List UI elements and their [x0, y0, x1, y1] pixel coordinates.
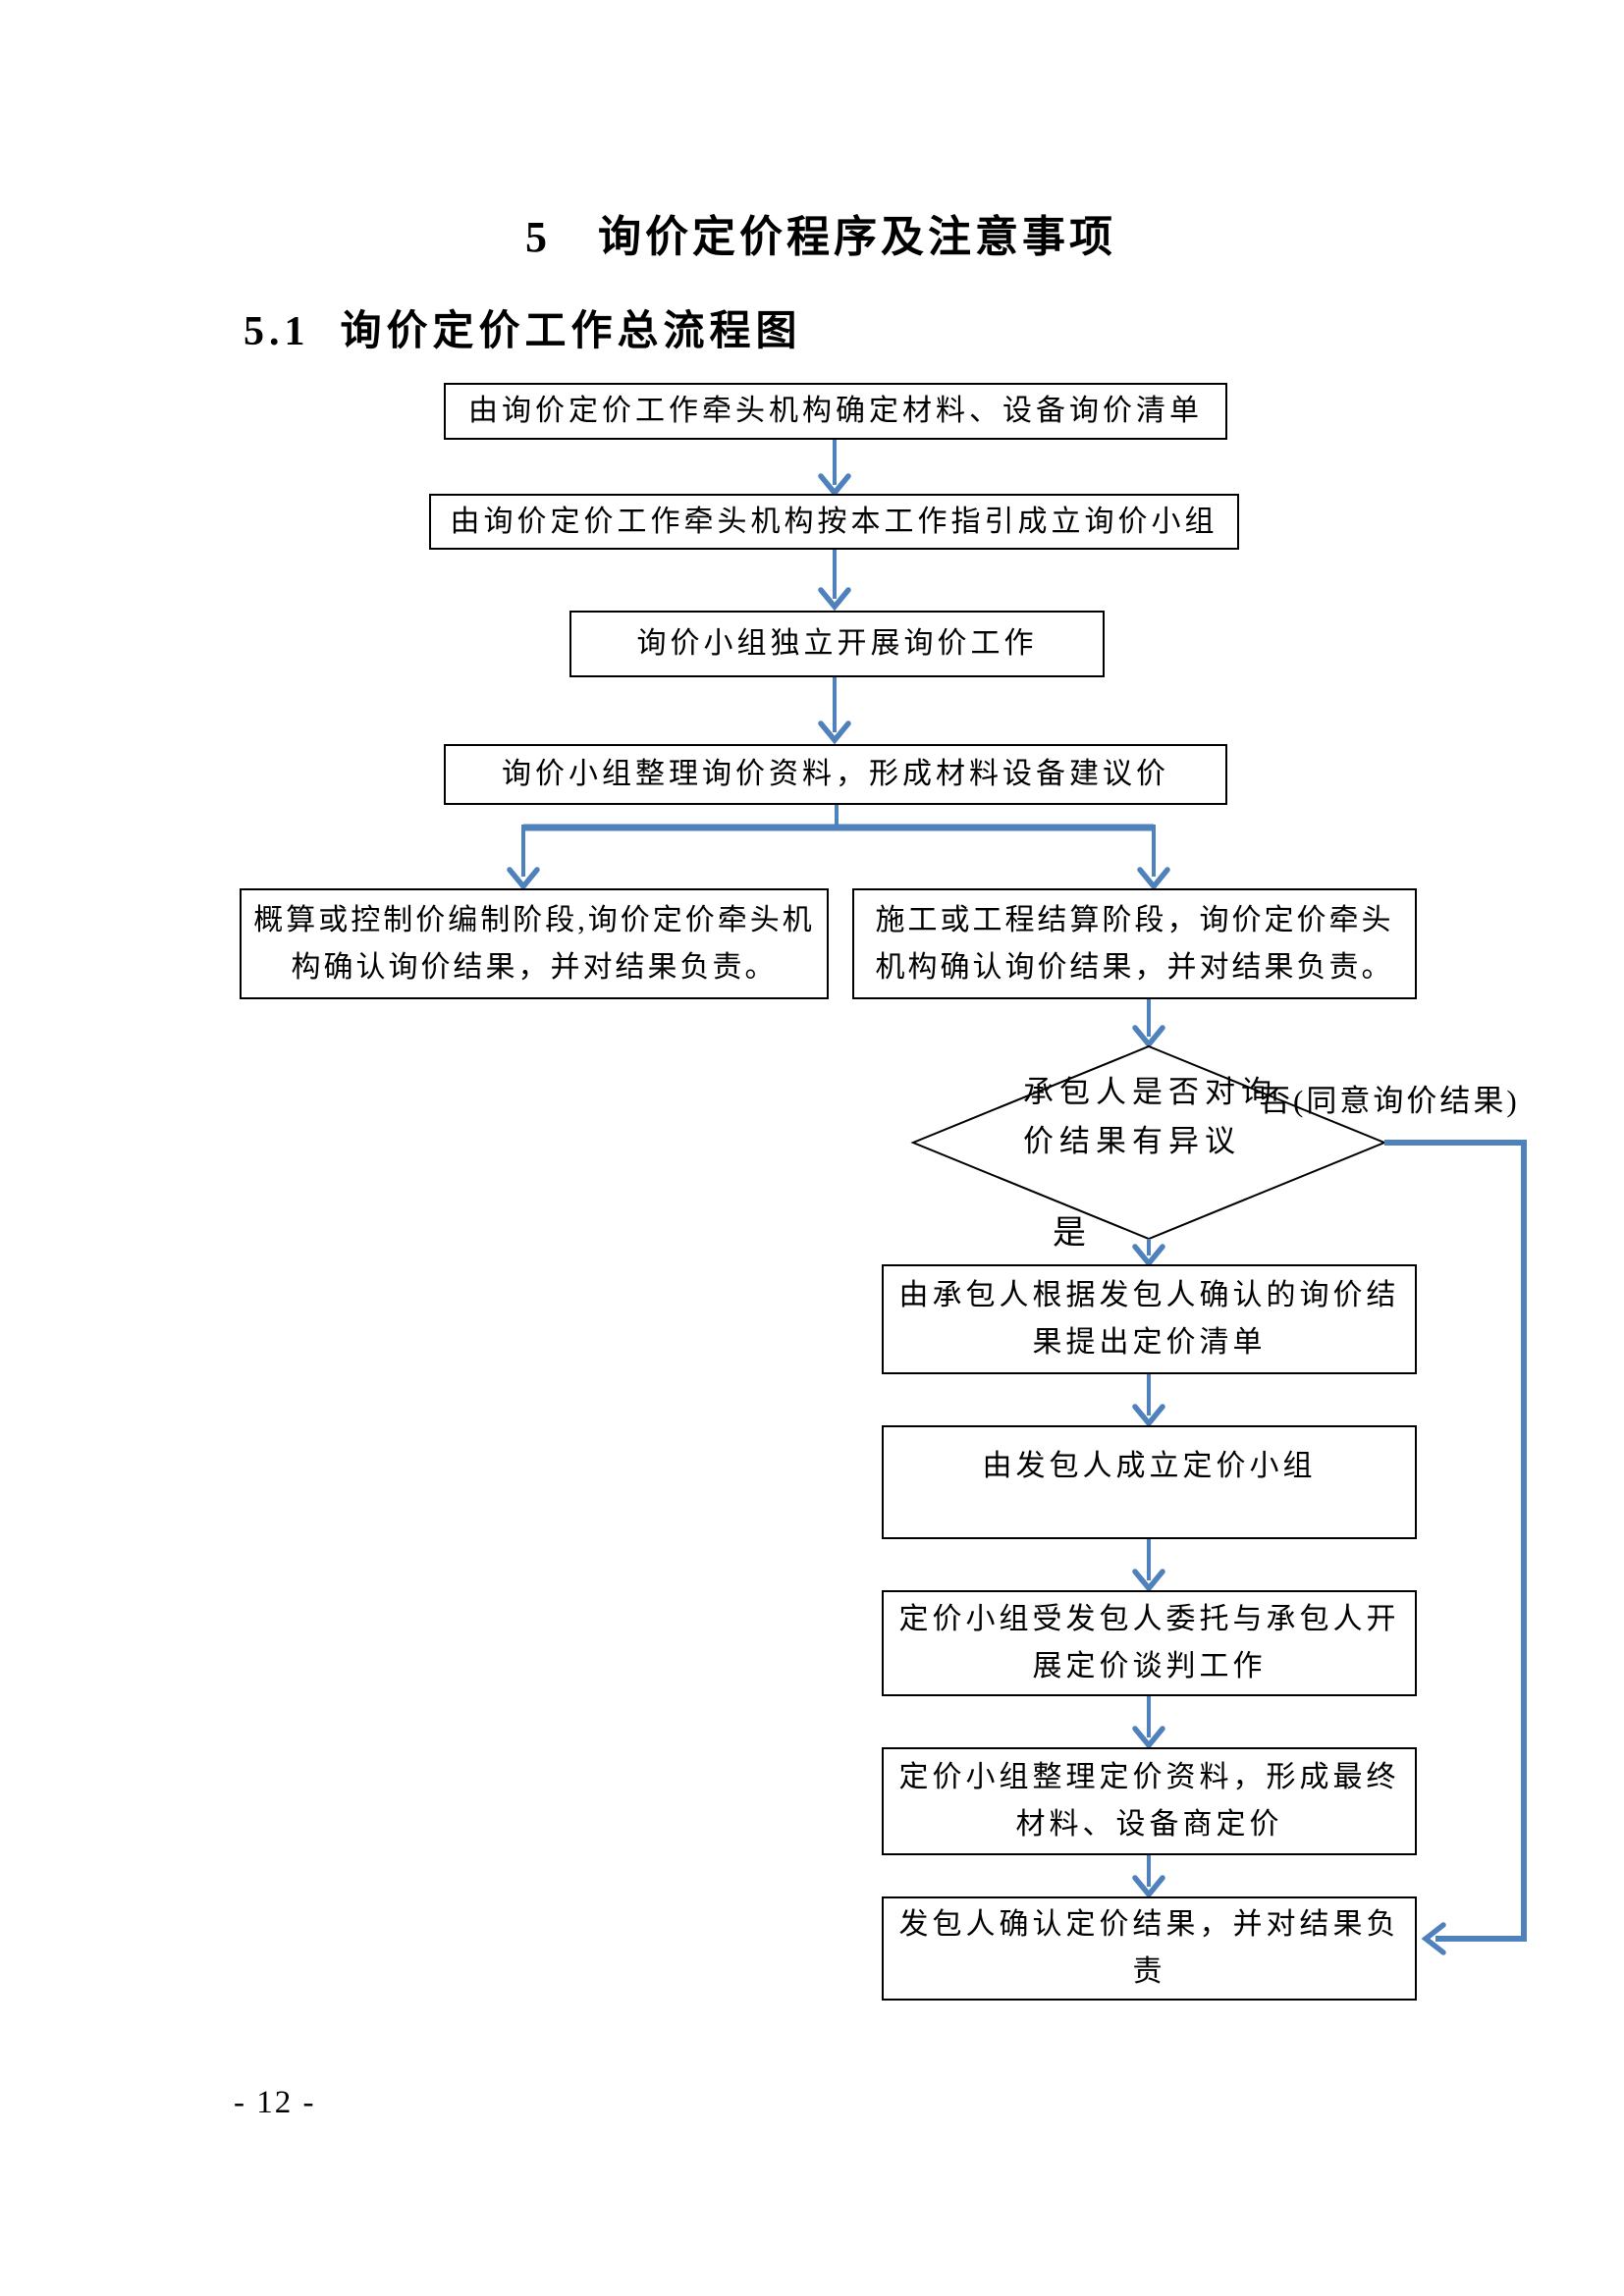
flow-node-compile-inquiry-data: 询价小组整理询价资料，形成材料设备建议价 — [444, 744, 1227, 805]
flow-node-compile-pricing-data: 定价小组整理定价资料，形成最终材料、设备商定价 — [882, 1747, 1417, 1855]
arrow-box7-box8 — [1132, 1374, 1165, 1428]
flow-node-construction-stage: 施工或工程结算阶段，询价定价牵头机构确认询价结果，并对结果负责。 — [852, 888, 1417, 999]
flow-node-estimate-stage: 概算或控制价编制阶段,询价定价牵头机构确认询价结果，并对结果负责。 — [240, 888, 829, 999]
decision-diamond-text: 承包人是否对询价结果有异议 — [1023, 1075, 1277, 1158]
arrow-box6-diamond — [1132, 999, 1165, 1049]
page-number: - 12 - — [234, 2085, 316, 2120]
page-title: 5 询价定价程序及注意事项 — [525, 213, 1116, 261]
flow-node-form-inquiry-team: 由询价定价工作牵头机构按本工作指引成立询价小组 — [429, 494, 1239, 550]
arrow-box2-box3 — [818, 550, 851, 612]
no-branch-label: 否(同意询价结果) — [1260, 1084, 1520, 1118]
arrow-box8-box9 — [1132, 1539, 1165, 1593]
arrow-box9-box10 — [1132, 1696, 1165, 1750]
flow-node-contractor-pricing-list: 由承包人根据发包人确认的询价结果提出定价清单 — [882, 1264, 1417, 1374]
arrow-diamond-box7 — [1132, 1239, 1165, 1268]
arrow-box1-box2 — [818, 440, 851, 498]
flow-node-determine-inquiry-list: 由询价定价工作牵头机构确定材料、设备询价清单 — [444, 383, 1227, 440]
arrow-box10-box11 — [1132, 1855, 1165, 1899]
arrow-box3-box4 — [818, 677, 851, 745]
flow-node-employer-confirm-pricing: 发包人确认定价结果，并对结果负责 — [882, 1896, 1417, 2001]
flow-node-form-pricing-team: 由发包人成立定价小组 — [882, 1425, 1417, 1539]
yes-branch-label: 是 — [1053, 1215, 1089, 1252]
split-connector — [507, 805, 1170, 891]
flow-node-pricing-negotiation: 定价小组受发包人委托与承包人开展定价谈判工作 — [882, 1590, 1417, 1696]
section-heading: 5.1 询价定价工作总流程图 — [244, 309, 802, 354]
no-branch-connector — [1384, 1140, 1527, 1955]
flow-node-independent-inquiry: 询价小组独立开展询价工作 — [569, 611, 1105, 677]
